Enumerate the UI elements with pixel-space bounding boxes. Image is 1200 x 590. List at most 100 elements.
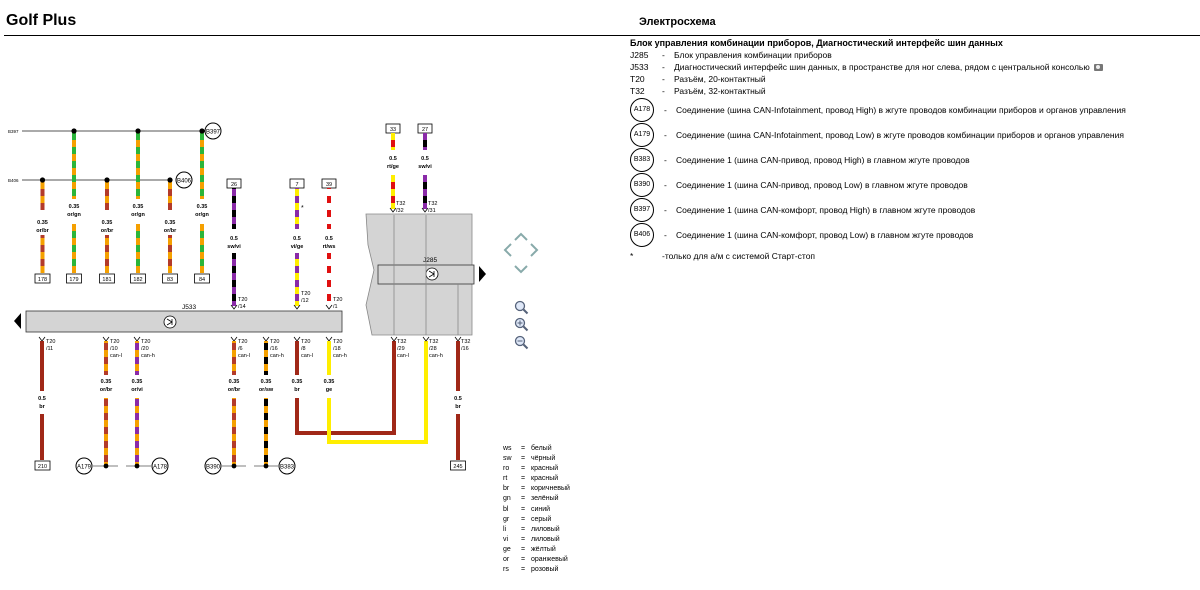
svg-text:can-l: can-l: [397, 353, 409, 359]
legend-connection-row: A179-Соединение (шина CAN-Infotainment, …: [630, 122, 1190, 147]
top-wire-6: 0.35 or/gn 84: [194, 128, 210, 284]
bus-circle-b406: [175, 171, 193, 189]
svg-text:T20: T20: [238, 339, 247, 345]
svg-text:or/gn: or/gn: [67, 212, 81, 218]
svg-text:0.35: 0.35: [102, 220, 113, 226]
svg-text:T20: T20: [46, 339, 55, 345]
svg-text:can-l: can-l: [110, 353, 122, 359]
component-legend: Блок управления комбинации приборов, Диа…: [630, 37, 1190, 262]
svg-text:26: 26: [231, 182, 237, 188]
svg-text:T32: T32: [397, 339, 406, 345]
svg-text:sw/vi: sw/vi: [227, 244, 241, 250]
j533-in-wire-2: 7 * 0.5 vi/ge T20 /12: [289, 178, 310, 310]
color-code-row: or=оранжевый: [503, 556, 568, 564]
svg-text:br: br: [39, 404, 45, 410]
svg-text:0.35: 0.35: [133, 204, 144, 210]
color-code-row: br=коричневый: [503, 485, 570, 493]
svg-text:B390: B390: [206, 465, 221, 471]
pan-down-icon[interactable]: [514, 265, 528, 274]
svg-text:/1: /1: [333, 304, 338, 310]
svg-text:can-l: can-l: [301, 353, 313, 359]
zoom-out-icon[interactable]: [514, 335, 529, 350]
svg-text:27: 27: [422, 127, 428, 133]
top-wire-5: 0.35 or/br 83: [162, 177, 178, 284]
j533-out-wire-4: T20 /6 can-l 0.35 or/br B390: [204, 336, 250, 475]
zoom-in-icon[interactable]: [514, 317, 529, 332]
j533-in-wire-1: 26 0.5 sw/vi T20 /14: [226, 178, 247, 310]
j533-out-wire-5: T20 /16 can-h 0.35 or/sw B383: [254, 336, 296, 475]
svg-text:/32: /32: [396, 208, 404, 214]
svg-text:br: br: [294, 387, 300, 393]
j285-out-wire-1: T32 /29 can-l: [390, 336, 409, 359]
svg-text:T20: T20: [141, 339, 150, 345]
camera-icon[interactable]: [1093, 63, 1103, 71]
top-wire-3: 0.35 or/br 181: [99, 177, 115, 284]
svg-text:/31: /31: [428, 208, 436, 214]
svg-text:br: br: [455, 404, 461, 410]
legend-connection-row: B383-Соединение 1 (шина CAN-привод, пров…: [630, 147, 1190, 172]
svg-text:*: *: [301, 205, 304, 212]
legend-component-row: J285-Блок управления комбинации приборов: [630, 50, 832, 60]
svg-text:182: 182: [133, 277, 142, 283]
document-title: Электросхема: [639, 16, 716, 28]
pan-up-icon[interactable]: [514, 232, 528, 241]
svg-text:181: 181: [102, 277, 111, 283]
top-wire-4: 0.35 or/gn 182: [130, 128, 146, 284]
j533-left-arrow[interactable]: [14, 313, 21, 329]
bus-circle-b406-label: B406: [177, 179, 192, 185]
can-link-yellow: [327, 341, 428, 444]
svg-text:can-h: can-h: [270, 353, 284, 359]
svg-text:can-h: can-h: [333, 353, 347, 359]
j285-out-wire-3: T32 /16 0.5 br 245: [450, 336, 470, 471]
svg-text:T20: T20: [270, 339, 279, 345]
svg-text:0.35: 0.35: [37, 220, 48, 226]
svg-text:0.35: 0.35: [292, 379, 303, 385]
legend-connection-row: B390-Соединение 1 (шина CAN-привод, пров…: [630, 172, 1190, 197]
svg-text:or/sw: or/sw: [259, 387, 274, 393]
svg-text:/20: /20: [141, 346, 149, 352]
svg-text:or/br: or/br: [100, 387, 113, 393]
j285-in-wire-1: 33 0.5 rt/ge T32 /32: [385, 123, 405, 214]
color-code-row: li=лиловый: [503, 525, 560, 533]
svg-text:rt/ws: rt/ws: [323, 244, 336, 250]
svg-text:T20: T20: [301, 339, 310, 345]
j533-out-wire-3: T20 /20 can-h 0.35 or/vi A178: [126, 336, 169, 475]
svg-text:A179: A179: [77, 465, 92, 471]
j533-in-wire-3: 39 0.5 rt/ws T20 /1: [321, 178, 342, 310]
svg-text:0.5: 0.5: [421, 156, 429, 162]
pan-left-icon[interactable]: [503, 243, 512, 257]
zoom-fit-icon[interactable]: [514, 300, 529, 315]
svg-text:or/br: or/br: [164, 228, 177, 234]
svg-text:179: 179: [69, 277, 78, 283]
color-code-row: vi=лиловый: [503, 535, 560, 543]
color-code-row: rt=красный: [503, 475, 559, 483]
svg-text:0.35: 0.35: [69, 204, 80, 210]
svg-text:/8: /8: [301, 346, 306, 352]
color-code-row: gn=зелёный: [503, 495, 559, 503]
j285-label: J285: [423, 257, 437, 264]
svg-text:33: 33: [390, 127, 396, 133]
svg-text:0.35: 0.35: [261, 379, 272, 385]
svg-text:or/br: or/br: [36, 228, 49, 234]
j533-out-wire-2: T20 /10 can-l 0.35 or/br A179: [75, 336, 122, 475]
top-wire-2: 0.35 or/gn 179: [66, 128, 82, 284]
svg-text:0.5: 0.5: [293, 236, 301, 242]
svg-text:0.35: 0.35: [324, 379, 335, 385]
svg-text:/18: /18: [333, 346, 341, 352]
svg-text:T32: T32: [428, 201, 437, 207]
bus-label-b406: B406: [8, 178, 19, 183]
svg-text:210: 210: [38, 464, 47, 470]
svg-text:0.35: 0.35: [101, 379, 112, 385]
svg-text:T20: T20: [301, 291, 310, 297]
j285-symbol: [425, 267, 439, 281]
svg-text:or/vi: or/vi: [131, 387, 143, 393]
svg-text:/11: /11: [46, 346, 53, 352]
svg-text:/14: /14: [238, 304, 246, 310]
header-divider: [4, 35, 1200, 36]
svg-text:0.35: 0.35: [197, 204, 208, 210]
pan-right-icon[interactable]: [530, 243, 539, 257]
svg-text:/12: /12: [301, 298, 309, 304]
svg-text:/28: /28: [429, 346, 437, 352]
j285-right-arrow[interactable]: [479, 266, 486, 282]
legend-connection-row: B397-Соединение 1 (шина CAN-комфорт, про…: [630, 197, 1190, 222]
